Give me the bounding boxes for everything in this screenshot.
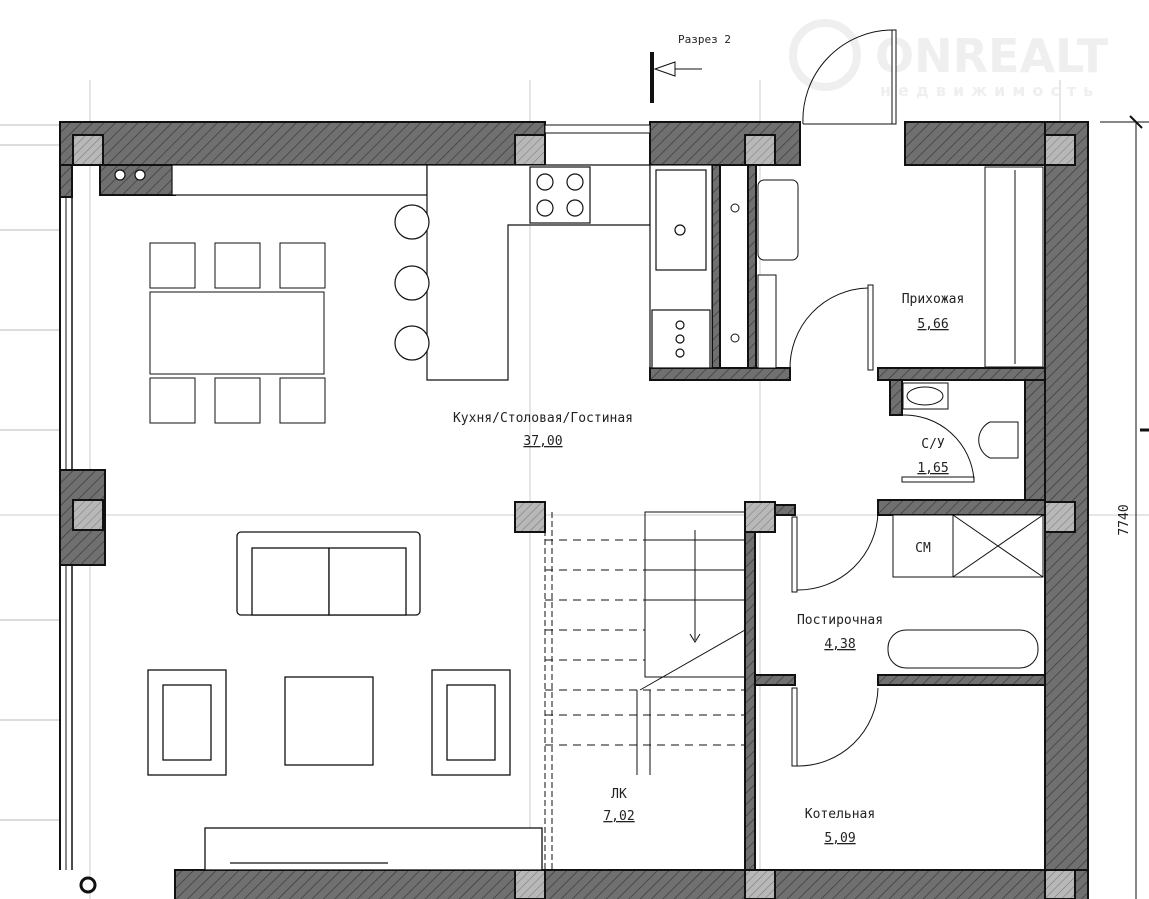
room-name: Постирочная (797, 613, 883, 628)
room-area: 5,09 (824, 831, 855, 846)
kitchen (114, 164, 713, 381)
svg-text:ONREALT: ONREALT (875, 29, 1109, 83)
room-area: 7,02 (603, 809, 634, 824)
left-wall-windows (59, 124, 651, 870)
room-labels: Кухня/Столовая/Гостиная 37,00 Прихожая 5… (453, 292, 964, 846)
room-name: Прихожая (902, 292, 965, 307)
staircase (544, 511, 746, 870)
dimension-line: 7740 (1100, 115, 1149, 899)
svg-text:недвижимость: недвижимость (880, 81, 1100, 100)
room-area: 4,38 (824, 637, 855, 652)
walls (59, 121, 1089, 899)
watermark-logo: ONREALT недвижимость (789, 19, 1109, 100)
room-area: 1,65 (917, 461, 948, 476)
terrace (0, 124, 60, 821)
room-name: ЛК (611, 787, 627, 802)
bath-fixtures (730, 166, 1044, 669)
room-area: 37,00 (523, 434, 562, 449)
interior-doors (789, 284, 975, 767)
room-name: Кухня/Столовая/Гостиная (453, 411, 633, 426)
dining-set (149, 242, 326, 424)
room-area: 5,66 (917, 317, 948, 332)
washer-label: СМ (915, 541, 931, 556)
room-name: Котельная (805, 807, 875, 822)
svg-text:Разрез 2: Разрез 2 (678, 33, 731, 46)
entrance-door (802, 29, 897, 125)
section-marker: Разрез 2 (650, 33, 731, 103)
svg-text:7740: 7740 (1117, 504, 1132, 535)
living-furniture (79, 531, 543, 894)
room-name: С/У (921, 437, 945, 452)
